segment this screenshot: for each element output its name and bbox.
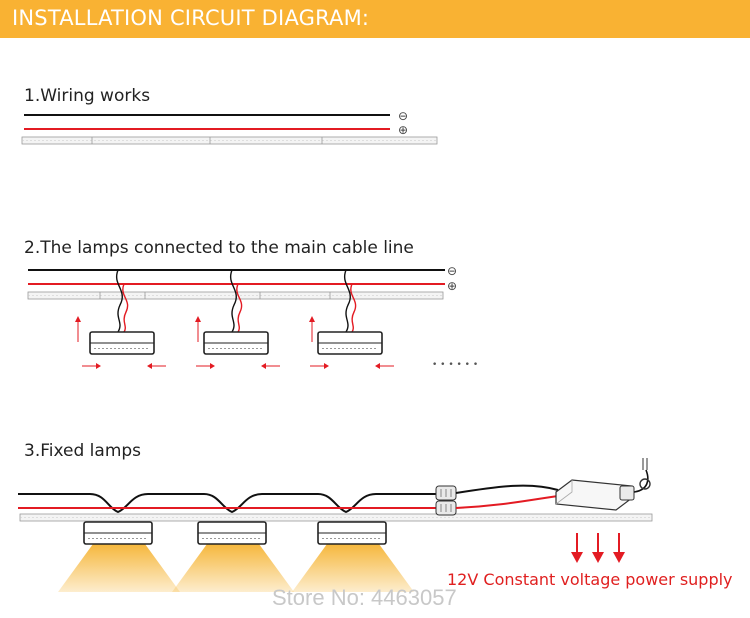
step-2-label: 2.The lamps connected to the main cable …: [24, 238, 414, 258]
ellipsis: • • • • • •: [432, 360, 478, 370]
aluminium-profile: [19, 513, 653, 522]
positive-symbol: ⊕: [447, 279, 457, 293]
step-3-label: 3.Fixed lamps: [24, 441, 142, 461]
section-connected: ⊖ ⊕: [27, 264, 478, 370]
down-arrow-icon: [592, 533, 604, 563]
lamp-unit: [83, 521, 153, 545]
down-arrow-icon: [571, 533, 583, 563]
step-1-label: 1.Wiring works: [24, 86, 151, 106]
lamp-unit: [197, 521, 267, 545]
power-supply-unit: [555, 479, 635, 511]
negative-symbol: ⊖: [447, 264, 457, 278]
light-glow: [172, 544, 294, 592]
wire-connector: [435, 500, 457, 516]
lamp-unit: [317, 521, 387, 545]
power-supply-label: 12V Constant voltage power supply: [447, 570, 733, 589]
header-bar: INSTALLATION CIRCUIT DIAGRAM:: [0, 0, 750, 38]
down-arrow-icon: [613, 533, 625, 563]
aluminium-profile: [21, 136, 438, 145]
wire-connector: [435, 485, 457, 501]
light-glow: [58, 544, 180, 592]
mains-plug: [639, 478, 651, 490]
page-title: INSTALLATION CIRCUIT DIAGRAM:: [12, 6, 370, 30]
lamp-unit: [195, 269, 280, 369]
negative-symbol: ⊖: [398, 109, 408, 123]
light-glow: [292, 544, 414, 592]
store-watermark: Store No: 4463057: [272, 585, 457, 610]
lamp-unit: [309, 269, 394, 369]
section-fixed: [18, 458, 653, 592]
negative-wire: [18, 493, 436, 514]
positive-symbol: ⊕: [398, 123, 408, 137]
lamp-unit: [75, 269, 166, 369]
section-wiring: ⊖ ⊕: [21, 109, 438, 145]
